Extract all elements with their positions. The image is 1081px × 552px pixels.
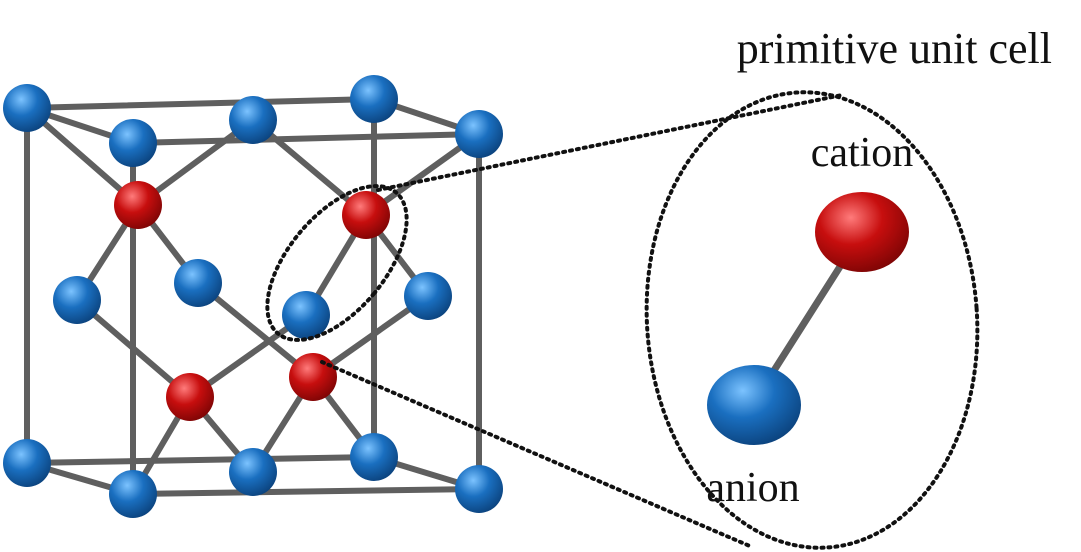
anion-atom — [229, 96, 277, 144]
anion-atoms — [3, 75, 503, 518]
primitive-cell-zoom-outline — [644, 90, 980, 550]
anion-atom — [229, 448, 277, 496]
title-label: primitive unit cell — [737, 24, 1052, 73]
cation-atom — [166, 373, 214, 421]
cation-atom — [342, 191, 390, 239]
zoom-anion-atom — [707, 365, 801, 445]
bond — [24, 105, 141, 208]
cube-edge — [24, 96, 377, 111]
cation-atoms — [114, 181, 390, 421]
zoom-cation-atom — [815, 192, 909, 272]
primitive-cell-highlight — [265, 184, 409, 342]
anion-atom — [404, 272, 452, 320]
anion-label: anion — [706, 465, 799, 511]
zoom-connector-top — [376, 93, 844, 192]
cube-edge — [24, 454, 377, 466]
anion-atom — [174, 259, 222, 307]
bond — [250, 117, 369, 218]
anion-atom — [109, 119, 157, 167]
anion-atom — [3, 84, 51, 132]
anion-atom — [455, 465, 503, 513]
anion-atom — [282, 291, 330, 339]
anion-atom — [109, 470, 157, 518]
anion-atom — [53, 276, 101, 324]
cation-atom — [114, 181, 162, 229]
anion-atom — [350, 75, 398, 123]
bond — [195, 280, 316, 380]
cube-edge — [130, 486, 482, 497]
anion-atom — [350, 433, 398, 481]
zoom-connector-bottom — [320, 360, 754, 549]
cation-label: cation — [811, 130, 914, 176]
cube-edge — [130, 131, 482, 146]
anion-atom — [3, 439, 51, 487]
anion-atom — [455, 110, 503, 158]
bond — [74, 297, 193, 400]
cation-atom — [289, 353, 337, 401]
